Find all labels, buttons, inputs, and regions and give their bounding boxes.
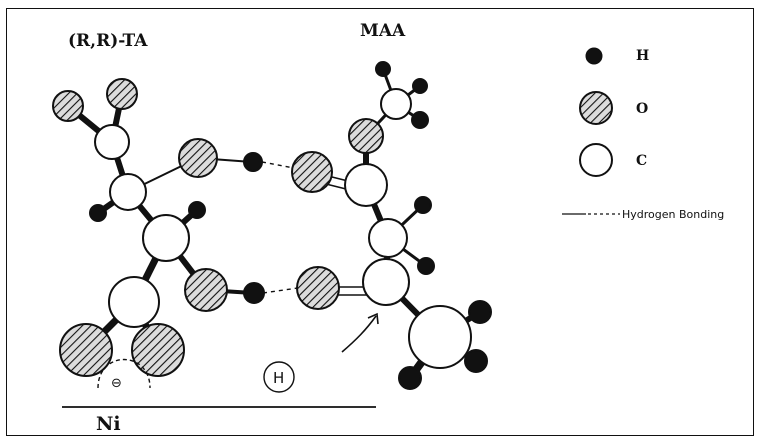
legend-carbon-label: C [636,153,647,169]
oxygen-atom [52,90,84,122]
legend: H O C Hydrogen Bonding [562,47,724,221]
legend-hydrogen-icon [585,47,603,65]
surface-label: Ni [96,413,121,435]
carboxylate-charge-loop [97,358,151,389]
hydrogen-atom [375,61,391,77]
legend-bonding-label: Hydrogen Bonding [622,208,724,221]
atoms [52,61,492,390]
right-molecule-label: MAA [360,21,406,41]
legend-hydrogen-label: H [636,48,649,64]
carbon-atom [380,88,412,120]
oxygen-atom [296,266,340,310]
hydrogen-atom [89,204,107,222]
carbon-atom [362,258,410,306]
hydrogen-atom [412,78,428,94]
carbon-atom [142,214,190,262]
hydrogen-atom [464,349,488,373]
oxygen-atom [291,151,333,193]
hydrogen-bonds [261,161,299,294]
hydrogen-atom [417,257,435,275]
hydrogen-atom [188,201,206,219]
hydrogen-atom [243,282,265,304]
curved-arrow-icon [341,312,379,353]
legend-carbon-icon [579,143,613,177]
legend-oxygen-icon [579,91,613,125]
left-molecule-label: (R,R)-TA [68,31,148,51]
adsorbed-hydrogen-label: H [273,369,284,387]
carbon-atom [344,163,388,207]
carbon-atom [94,124,130,160]
hydrogen-atom [468,300,492,324]
oxygen-atom [178,138,218,178]
oxygen-atom [131,323,185,377]
legend-oxygen-label: O [636,101,648,117]
hydrogen-atom [243,152,263,172]
carbon-atom [109,173,147,211]
carbon-atom [408,305,472,369]
hydrogen-atom [398,366,422,390]
oxygen-atom [348,118,384,154]
hydrogen-atom [411,111,429,129]
negative-charge-label: ⊖ [111,376,122,391]
carbon-atom [368,218,408,258]
oxygen-atom [59,323,113,377]
carbon-atom [108,276,160,328]
oxygen-atom [184,268,228,312]
oxygen-atom [106,78,138,110]
hydrogen-atom [414,196,432,214]
adsorbed-hydrogen-circle [263,361,295,393]
